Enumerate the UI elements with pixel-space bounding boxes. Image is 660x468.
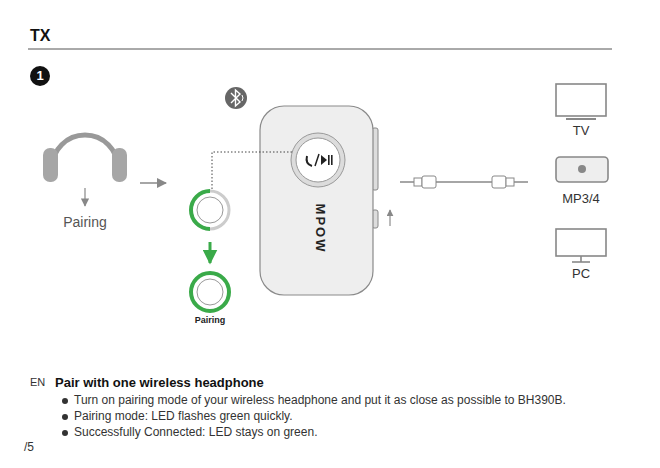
- bluetooth-icon: [225, 87, 247, 109]
- heading-rule: [28, 49, 612, 50]
- language-code: EN: [30, 376, 45, 390]
- pc-node: PC: [550, 226, 612, 282]
- bullet-text: Successfully Connected: LED stays on gre…: [60, 425, 317, 440]
- node-label: TV: [573, 123, 590, 138]
- device-node: MPOW: [260, 106, 373, 295]
- brand-logo: MPOW: [313, 203, 328, 253]
- page-number: /5: [24, 440, 34, 455]
- button-icon: [307, 154, 333, 166]
- node-label: Pairing: [195, 315, 226, 325]
- green-arrow: [209, 242, 212, 263]
- led-button: [191, 191, 229, 229]
- headphone-icon: [43, 135, 127, 206]
- step-heading: Pair with one wireless headphone: [55, 375, 264, 391]
- node-label: MP3/4: [562, 191, 600, 206]
- led-button: [191, 273, 229, 311]
- bullet-text: Pairing mode: LED flashes green quickly.: [60, 409, 293, 424]
- device-body: [260, 106, 378, 295]
- callout-number: 1: [36, 68, 43, 84]
- tv-node: TV: [550, 80, 612, 138]
- mp3-icon: [556, 157, 608, 182]
- bullet-text: Turn on pairing mode of your wireless he…: [60, 393, 566, 408]
- step-circle: [30, 66, 50, 86]
- leader-line: [212, 152, 292, 189]
- section-title: TX: [30, 27, 50, 45]
- led-node: Pairing: [180, 270, 240, 328]
- tv-icon: [556, 84, 606, 119]
- headphone-node: Pairing: [40, 125, 130, 235]
- mp3-node: MP3/4: [550, 154, 612, 208]
- node-label: Pairing: [63, 214, 107, 230]
- switch-arrow: [390, 210, 391, 226]
- pc-icon: [556, 229, 606, 262]
- flow-arrow: [140, 182, 166, 184]
- audio-cable: [400, 176, 528, 188]
- node-label: PC: [572, 266, 590, 281]
